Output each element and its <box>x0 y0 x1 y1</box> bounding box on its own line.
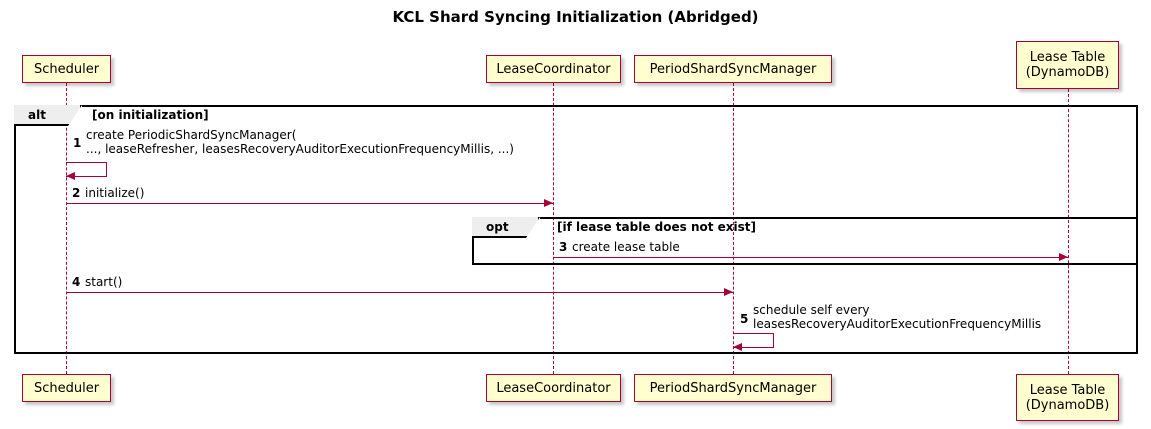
participant-scheduler-bottom[interactable]: Scheduler <box>22 374 111 402</box>
participant-periodshardsyncmanager-top[interactable]: PeriodShardSyncManager <box>634 55 832 83</box>
message-4-line <box>66 292 733 293</box>
message-2-arrowhead <box>544 199 553 207</box>
frame-opt <box>472 217 1138 265</box>
message-5-text: schedule self every leasesRecoveryAudito… <box>753 303 1042 331</box>
message-5-self-loop <box>733 333 774 348</box>
message-3-line <box>553 257 1068 258</box>
message-1-number: 1 <box>73 136 82 150</box>
participant-label: Lease Table (DynamoDB) <box>1025 382 1110 413</box>
message-1-arrowhead <box>66 172 75 180</box>
message-3-number: 3 <box>559 240 568 254</box>
lifeline-periodshardsyncmanager <box>733 83 734 374</box>
participant-periodshardsyncmanager-bottom[interactable]: PeriodShardSyncManager <box>634 374 832 402</box>
lifeline-leasetable <box>1068 89 1069 374</box>
message-1-text: create PeriodicShardSyncManager( ..., le… <box>86 128 514 156</box>
diagram-title: KCL Shard Syncing Initialization (Abridg… <box>392 8 759 26</box>
participant-label: LeaseCoordinator <box>496 61 611 77</box>
participant-leasecoordinator-bottom[interactable]: LeaseCoordinator <box>486 374 621 402</box>
participant-scheduler-top[interactable]: Scheduler <box>22 55 111 83</box>
lifeline-leasecoordinator <box>553 83 554 374</box>
message-2-text: initialize() <box>85 186 145 200</box>
message-4-arrowhead <box>724 288 733 296</box>
frame-opt-kind: opt <box>486 219 509 234</box>
participant-label: PeriodShardSyncManager <box>649 380 817 396</box>
message-3-arrowhead <box>1059 253 1068 261</box>
participant-leasetable-bottom[interactable]: Lease Table (DynamoDB) <box>1016 374 1119 421</box>
participant-leasecoordinator-top[interactable]: LeaseCoordinator <box>486 55 621 83</box>
participant-label: LeaseCoordinator <box>496 380 611 396</box>
frame-opt-tab: opt <box>472 217 540 238</box>
frame-opt-condition: [if lease table does not exist] <box>557 220 757 234</box>
message-5-number: 5 <box>740 312 749 326</box>
participant-label: Scheduler <box>33 61 100 77</box>
participant-label: Scheduler <box>33 380 100 396</box>
message-2-line <box>66 203 553 204</box>
frame-alt-tab: alt <box>14 105 82 126</box>
message-2-number: 2 <box>72 186 81 200</box>
participant-label: PeriodShardSyncManager <box>649 61 817 77</box>
frame-alt-condition: [on initialization] <box>92 108 209 122</box>
message-3-text: create lease table <box>572 240 680 254</box>
message-4-text: start() <box>85 275 123 289</box>
participant-label: Lease Table (DynamoDB) <box>1025 50 1110 80</box>
lifeline-scheduler <box>66 83 67 374</box>
message-1-self-loop <box>66 162 107 177</box>
participant-leasetable-top[interactable]: Lease Table (DynamoDB) <box>1016 41 1119 89</box>
frame-alt-kind: alt <box>28 107 46 122</box>
message-5-arrowhead <box>733 343 742 351</box>
message-4-number: 4 <box>72 275 81 289</box>
